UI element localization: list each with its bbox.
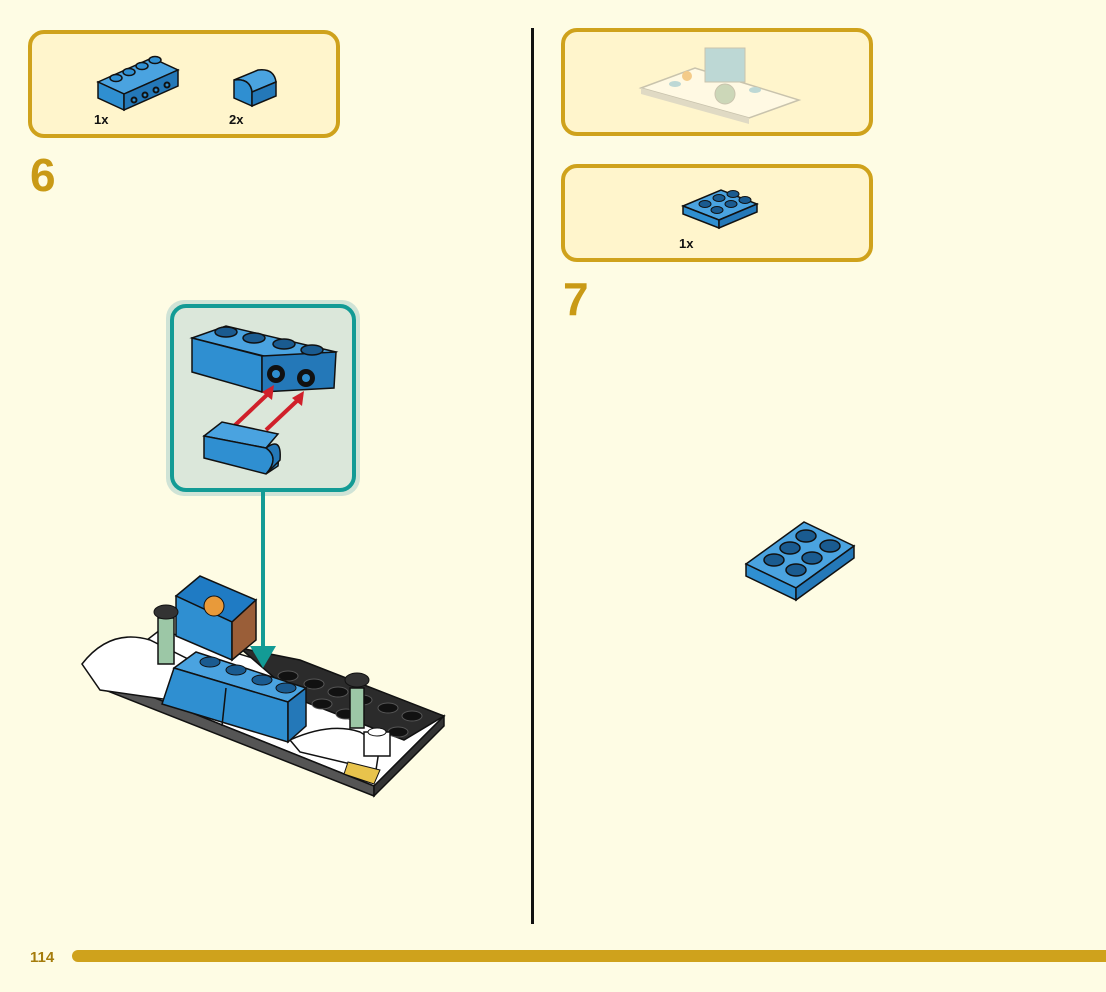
callout-slope [202, 421, 281, 475]
submodel-preview-icon [638, 47, 802, 124]
plate-2x3-icon [681, 189, 759, 230]
callout-brick [189, 325, 339, 393]
part-qty: 1x [94, 112, 109, 127]
parts-box-step-6: 1x 2x [28, 30, 340, 138]
submodel-preview-box [561, 28, 873, 136]
part-qty: 1x [679, 236, 694, 251]
curved-slope-icon [233, 69, 277, 108]
model-assembly [81, 575, 446, 798]
red-arrow-icon [230, 385, 304, 432]
page-number: 114 [30, 949, 55, 966]
parts-box-step-7: 1x [561, 164, 873, 262]
column-divider [531, 28, 534, 924]
brick-1x4-icon [96, 55, 180, 112]
part-qty: 2x [229, 112, 244, 127]
step-6-illustration [81, 300, 446, 798]
step-number: 6 [30, 149, 56, 201]
step-number: 7 [563, 273, 589, 325]
footer-bar [72, 950, 1106, 962]
step-7-plate-illustration [744, 521, 856, 602]
